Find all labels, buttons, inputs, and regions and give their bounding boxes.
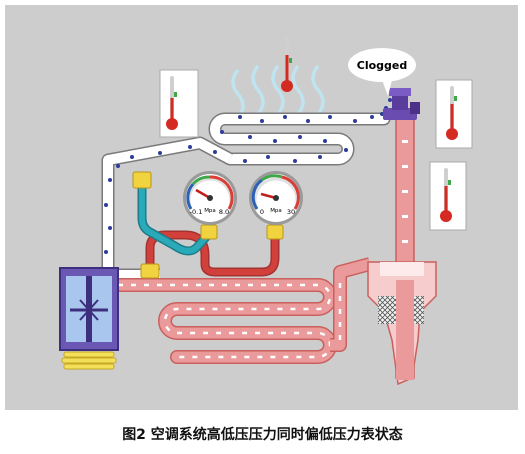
clogged-callout: Clogged xyxy=(348,48,416,96)
thermometer-icon xyxy=(159,69,199,138)
high-gauge-min-label: 0 xyxy=(260,208,264,216)
figure-caption: 图2 空调系统高低压压力同时偏低压力表状态 xyxy=(122,427,403,443)
service-port-fittings xyxy=(132,171,284,279)
thermometer-icon xyxy=(435,79,473,149)
low-gauge-unit: Mpa xyxy=(204,208,216,214)
accumulator xyxy=(367,261,437,386)
liquid-line xyxy=(101,136,234,282)
pressure-gauge-icon: 0 30 Mpa xyxy=(249,171,303,225)
evaporator-coil xyxy=(111,278,337,364)
low-gauge-max-label: 8.0 xyxy=(219,208,229,216)
low-pressure-hose xyxy=(137,181,213,256)
pressure-gauge-icon: -0.1 8.0 Mpa xyxy=(183,171,237,225)
high-gauge-max-label: 30 xyxy=(287,208,295,216)
condenser-coil xyxy=(208,112,391,166)
low-gauge-min-label: -0.1 xyxy=(190,208,203,216)
heat-wave-icon xyxy=(231,64,325,120)
high-gauge-unit: Mpa xyxy=(270,208,282,214)
suction-line xyxy=(330,257,372,352)
thermometer-icon xyxy=(281,36,293,92)
expansion-valve-icon xyxy=(383,88,420,120)
thermometer-icon xyxy=(429,161,467,231)
compressor-icon xyxy=(59,267,119,370)
clogged-label: Clogged xyxy=(357,59,407,72)
